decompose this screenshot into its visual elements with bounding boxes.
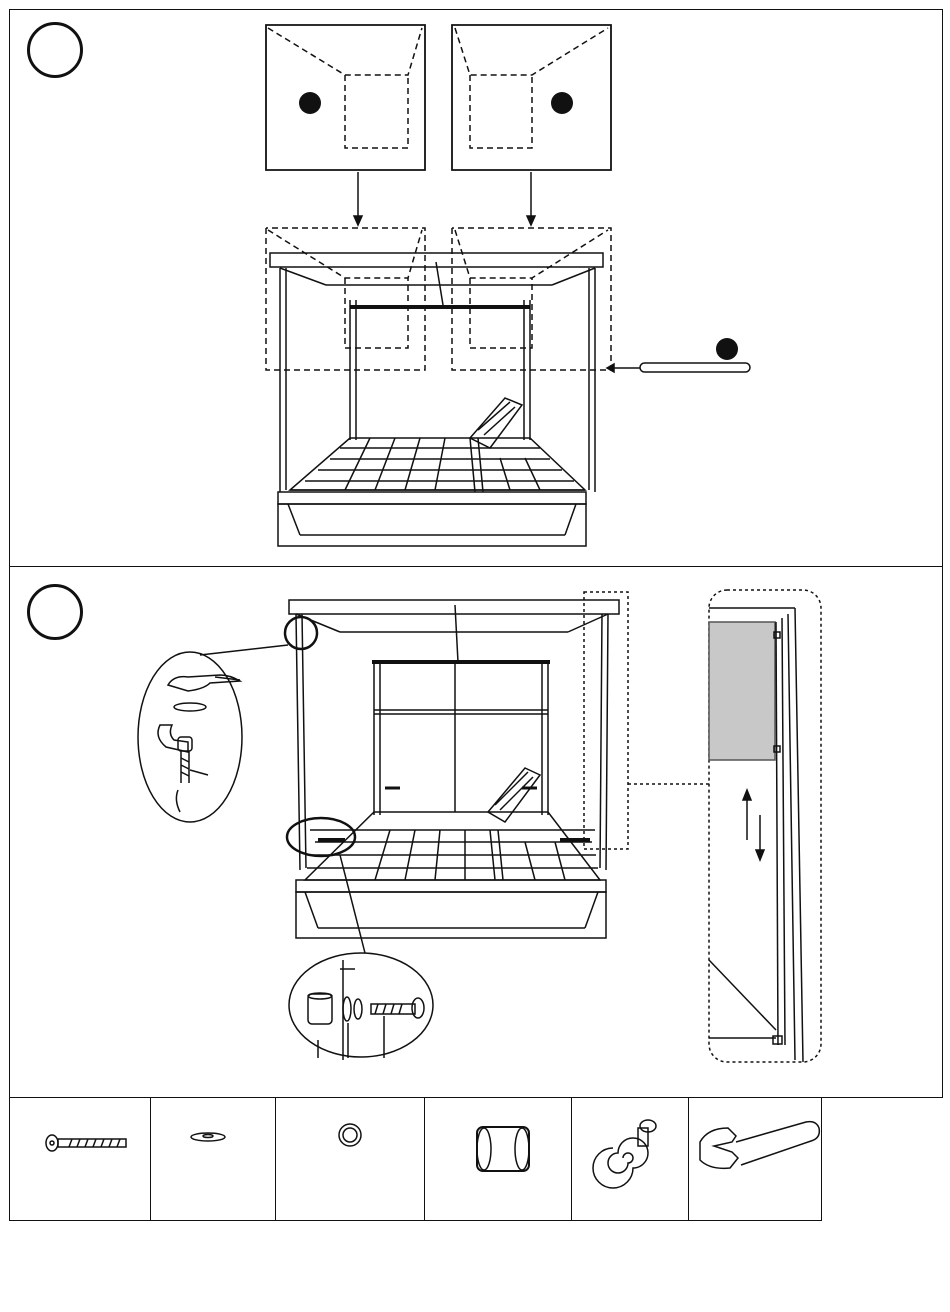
bed-frame-step1 <box>270 253 603 546</box>
bolt-icon <box>46 1135 126 1151</box>
flat-washer-icon <box>339 1124 361 1146</box>
canopy-panel-right <box>452 25 611 170</box>
detail-bolt-assembly <box>289 953 433 1060</box>
marker-dot-left <box>299 92 321 114</box>
marker-dot-right <box>551 92 573 114</box>
highlight-corner <box>285 617 317 649</box>
lock-washer-icon <box>191 1133 225 1141</box>
spacer-tube-icon <box>477 1127 529 1171</box>
support-rod <box>607 338 750 372</box>
canopy-panel-left <box>266 25 425 170</box>
marker-dot-rod <box>716 338 738 360</box>
canopy-installed <box>266 228 611 370</box>
wrench-icon <box>700 1122 819 1169</box>
bed-frame-step2 <box>289 600 619 938</box>
detail-curtain-panel <box>709 590 821 1062</box>
highlight-bolt <box>287 818 355 856</box>
detail-corner-bracket <box>138 652 242 822</box>
hook-screw-icon <box>593 1120 656 1188</box>
